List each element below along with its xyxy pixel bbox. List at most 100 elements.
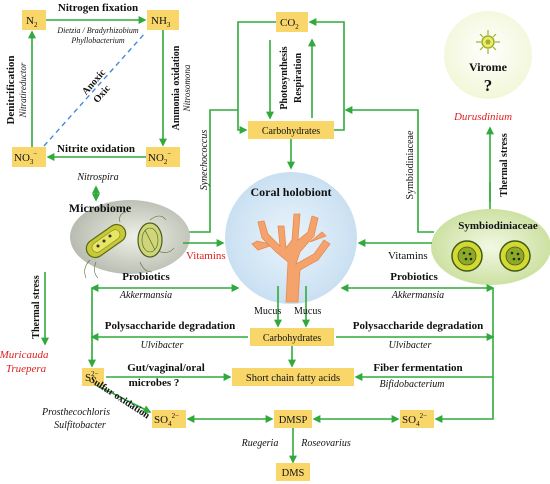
no2-label: NO	[148, 152, 164, 164]
respiration-label: Respiration	[293, 53, 304, 103]
nitrospira-label: Nitrospira	[76, 172, 118, 183]
ulvibacter-left-label: Ulvibacter	[141, 340, 184, 351]
carbohydrates-top-box	[248, 121, 334, 139]
no2-sub: 2	[164, 158, 168, 166]
holobiont-bubble	[225, 172, 357, 304]
nitrogen-fixers-line1: Dietzia / Bradyrhizobium	[56, 26, 138, 35]
akkermansia-right-label: Akkermansia	[391, 290, 444, 301]
scfa-box	[232, 368, 354, 386]
symbiodiniaceae-vertical-label: Symbiodiniaceae	[405, 130, 416, 199]
vitamins-left-label: Vitamins	[186, 250, 226, 262]
roseovarius-label: Roseovarius	[300, 438, 351, 449]
symbiodiniaceae-to-carbs-line	[344, 106, 434, 233]
no2-box	[146, 147, 180, 167]
thermal-stress-left-label: Thermal stress	[31, 275, 42, 339]
vitamins-right-label: Vitamins	[388, 250, 428, 262]
svg-text:SO42−: SO42−	[402, 412, 427, 428]
arrow-sulfur-oxidation	[97, 385, 152, 413]
svg-text:NO3−: NO3−	[14, 150, 37, 166]
so4-left-sub: 4	[168, 420, 172, 428]
no3-sub: 3	[30, 158, 34, 166]
arrow-rail-to-so4	[434, 400, 494, 423]
virome-label: Virome	[469, 60, 508, 74]
dms-label: DMS	[282, 468, 305, 479]
thermal-stress-right-label: Thermal stress	[499, 133, 510, 197]
arrow-carbs-to-co2	[308, 18, 345, 131]
nh3-sub: 3	[167, 21, 171, 29]
s2-label: S	[85, 372, 91, 384]
svg-text:NO2−: NO2−	[148, 150, 171, 166]
akkermansia-left-label: Akkermansia	[119, 290, 172, 301]
co2-sub: 2	[295, 23, 299, 31]
probiotics-left-label: Probiotics	[122, 271, 170, 283]
nitrite-oxidation-label: Nitrite oxidation	[57, 143, 135, 155]
dms-box	[276, 463, 310, 481]
scfa-label: Short chain fatty acids	[246, 373, 340, 384]
dmsp-box	[274, 410, 312, 428]
ruegeria-label: Ruegeria	[241, 438, 279, 449]
denitrification-label: Denitrification	[5, 55, 17, 124]
prosthecochloris-label: Prosthecochloris	[41, 407, 110, 418]
synechococcus-label: Synechococcus	[199, 130, 210, 191]
n2-box	[22, 10, 46, 30]
gut-label-line1: Gut/vaginal/oral	[127, 362, 205, 374]
symbiodiniaceae-label: Symbiodiniaceae	[458, 220, 538, 232]
poly-right-label: Polysaccharide degradation	[353, 320, 483, 332]
so4-right-label: SO	[402, 414, 416, 426]
carbohydrates-mid-label: Carbohydrates	[263, 333, 321, 344]
dmsp-label: DMSP	[279, 415, 308, 426]
so4-right-charge: 2−	[420, 412, 428, 420]
anoxic-oxic-boundary	[43, 31, 147, 147]
nitrogen-fixation-label: Nitrogen fixation	[58, 2, 138, 14]
so4-left-box	[152, 410, 186, 428]
ulvibacter-right-label: Ulvibacter	[389, 340, 432, 351]
muricauda-label: Muricauda	[0, 349, 49, 361]
so4-right-sub: 4	[416, 420, 420, 428]
synechococcus-line	[183, 109, 238, 233]
microbe-cell-icon	[84, 211, 175, 279]
nitrosomona-label: Nitrosomona	[182, 64, 192, 112]
svg-text:S2−: S2−	[85, 370, 99, 384]
truepera-label: Truepera	[6, 363, 47, 375]
s2-charge: 2−	[91, 370, 99, 378]
mucus-right-label: Mucus	[294, 306, 321, 317]
no3-label: NO	[14, 152, 30, 164]
arrow-co2-to-carbs	[237, 21, 276, 134]
no3-charge: −	[33, 150, 37, 158]
so4-right-box	[400, 410, 434, 428]
fiber-label: Fiber fermentation	[373, 362, 462, 374]
n2-label: N	[26, 15, 34, 27]
virus-icon	[476, 30, 500, 54]
carbohydrates-top-label: Carbohydrates	[262, 126, 320, 137]
s2-box	[82, 368, 104, 386]
svg-text:SO42−: SO42−	[154, 412, 179, 428]
gut-label-line2: microbes ?	[129, 377, 180, 389]
n2-sub: 2	[34, 21, 38, 29]
nitrogen-fixers-line2: Phyllobacterium	[70, 36, 125, 45]
nh3-label: NH	[151, 15, 167, 27]
mucus-left-label: Mucus	[254, 306, 281, 317]
sulfitobacter-label: Sulfitobacter	[54, 420, 106, 431]
ammonia-oxidation-label: Ammonia oxidation	[171, 45, 182, 130]
no2-charge: −	[167, 150, 171, 158]
co2-box	[276, 12, 308, 32]
virome-question: ?	[484, 76, 493, 95]
poly-left-label: Polysaccharide degradation	[105, 320, 235, 332]
no3-box	[12, 147, 46, 167]
photosynthesis-label: Photosynthesis	[279, 46, 290, 109]
svg-text:NH3: NH3	[151, 15, 171, 29]
virome-bubble	[444, 11, 532, 99]
co2-label: CO	[280, 17, 295, 29]
microbiome-label: Microbiome	[69, 201, 132, 215]
durusdinium-label: Durusdinium	[453, 111, 512, 123]
so4-left-charge: 2−	[172, 412, 180, 420]
symbiont-cell-icon	[451, 240, 531, 272]
svg-text:N2: N2	[26, 15, 38, 29]
nitratireductor-label: Nitratireductor	[18, 62, 28, 118]
nh3-box	[147, 10, 179, 30]
coral-holobiont-label: Coral holobiont	[250, 185, 331, 199]
bifido-label: Bifidobacterium	[380, 379, 445, 390]
probiotics-right-label: Probiotics	[390, 271, 438, 283]
svg-text:CO2: CO2	[280, 17, 299, 31]
